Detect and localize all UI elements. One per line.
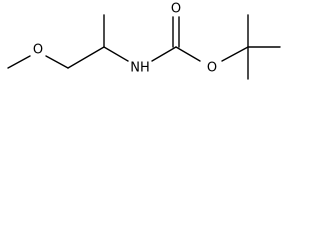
- bond-carbonyl-ester-oxygen: [175, 46, 201, 62]
- bond-nitrogen-carbonyl-carbon: [151, 46, 177, 62]
- bond-ch2-ch: [67, 46, 105, 69]
- bond-ether-oxygen-ch2: [45, 55, 69, 69]
- bond-ester-oxygen-quaternary: [221, 46, 249, 62]
- atom-ester-oxygen: O: [207, 61, 217, 76]
- atom-carbonyl-oxygen: O: [171, 2, 181, 17]
- bond-methyl-ether-oxygen: [7, 55, 31, 69]
- atom-amine-nitrogen: NH: [130, 61, 150, 76]
- bond-ch-nitrogen: [103, 46, 129, 62]
- atom-ether-oxygen: O: [33, 43, 43, 58]
- chemical-structure-diagram: O NH O O: [7, 2, 281, 80]
